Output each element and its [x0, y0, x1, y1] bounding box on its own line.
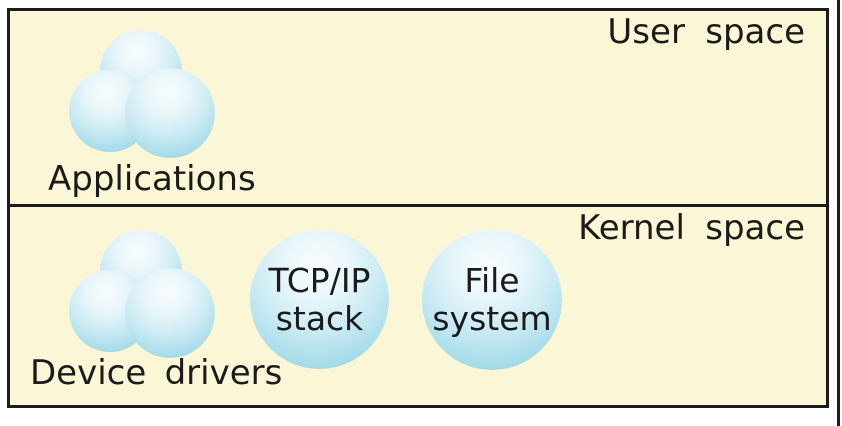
device-drivers-label: Device drivers: [30, 353, 283, 393]
tcpip-stack-label-line1: TCP/IP: [268, 260, 371, 300]
sphere-icon: [125, 268, 215, 358]
applications-label: Applications: [48, 159, 256, 199]
tcpip-stack-label-line2: stack: [275, 298, 364, 338]
slide-edge-line: [837, 0, 840, 426]
device-drivers-spheres-icon: [65, 228, 215, 362]
diagram-panel: User space Applications Kernel space Dev…: [7, 8, 829, 408]
sphere-icon: [125, 68, 215, 158]
tcpip-stack-bubble: TCP/IP stack: [250, 230, 389, 369]
file-system-label-line1: File: [464, 261, 520, 300]
applications-spheres-icon: [65, 28, 215, 162]
file-system-label-line2: system: [432, 299, 552, 338]
user-kernel-divider: [10, 204, 826, 207]
kernel-space-label: Kernel space: [578, 208, 805, 248]
user-space-label: User space: [607, 12, 805, 52]
file-system-bubble: File system: [422, 230, 562, 370]
